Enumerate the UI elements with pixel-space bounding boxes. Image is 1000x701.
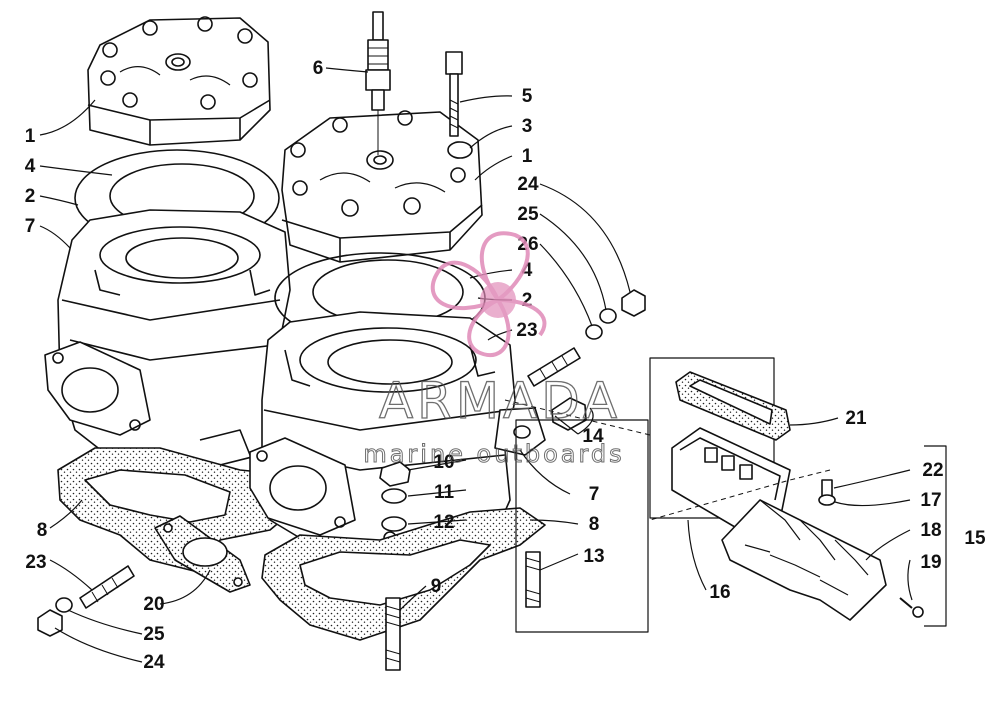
callout-3: 3 (522, 116, 533, 137)
callout-21: 21 (845, 408, 867, 429)
callout-8: 8 (589, 514, 600, 535)
callout-6: 6 (313, 58, 324, 79)
callout-12: 12 (433, 512, 454, 533)
cylinder-head-right (281, 110, 483, 263)
nut-24-right (621, 289, 646, 317)
callout-25: 25 (143, 624, 165, 645)
callout-10: 10 (433, 452, 454, 473)
callout-15: 15 (964, 528, 986, 549)
callout-24: 24 (517, 174, 539, 195)
callout-2: 2 (25, 186, 36, 207)
callout-17: 17 (920, 490, 941, 511)
stud-13-box (515, 419, 649, 633)
callout-23: 23 (516, 320, 537, 341)
propeller-hub-icon (480, 282, 516, 318)
washer-11 (381, 488, 407, 504)
callout-16: 16 (709, 582, 730, 603)
callout-11: 11 (434, 482, 455, 503)
reed-petals-18 (721, 499, 887, 621)
nut-24-left (37, 609, 63, 637)
callout-9: 9 (431, 576, 442, 597)
callout-4: 4 (522, 260, 533, 281)
callout-1: 1 (522, 146, 533, 167)
watermark-brand: ARMADA (379, 372, 621, 430)
callout-23: 23 (25, 552, 46, 573)
callout-20: 20 (143, 594, 164, 615)
callout-14: 14 (582, 426, 604, 447)
callout-22: 22 (922, 460, 943, 481)
callout-5: 5 (522, 86, 533, 107)
head-bolt (445, 51, 463, 137)
cylinder-right (249, 311, 546, 561)
cylinder-left (44, 209, 291, 471)
callout-4: 4 (25, 156, 36, 177)
callout-13: 13 (583, 546, 604, 567)
washer-26 (585, 324, 603, 340)
callout-1: 1 (25, 126, 36, 147)
cylinder-stud-9 (385, 597, 401, 671)
callout-7: 7 (589, 484, 600, 505)
callout-19: 19 (920, 552, 941, 573)
washer-25-left (55, 597, 73, 613)
bracket-15 (924, 445, 947, 627)
callout-24: 24 (143, 652, 165, 673)
callout-7: 7 (25, 216, 36, 237)
armada-watermark: ARMADA marine outboards (363, 231, 624, 469)
callout-25: 25 (517, 204, 539, 225)
guide-lines (504, 399, 831, 521)
stud-23-left (79, 565, 135, 609)
callout-8: 8 (37, 520, 48, 541)
screw-22 (818, 479, 836, 506)
watermark-tagline: marine outboards (363, 440, 624, 468)
callout-18: 18 (920, 520, 941, 541)
washer-25-right (599, 308, 617, 324)
nut-10 (379, 461, 411, 487)
screw-19 (899, 597, 924, 618)
stud-23-right (527, 347, 581, 387)
washer-3 (447, 141, 473, 159)
washer-12 (381, 516, 407, 532)
cylinder-head-left (87, 16, 271, 146)
stud-13 (525, 551, 541, 608)
spark-plug (365, 11, 391, 155)
callout-2: 2 (522, 290, 533, 311)
